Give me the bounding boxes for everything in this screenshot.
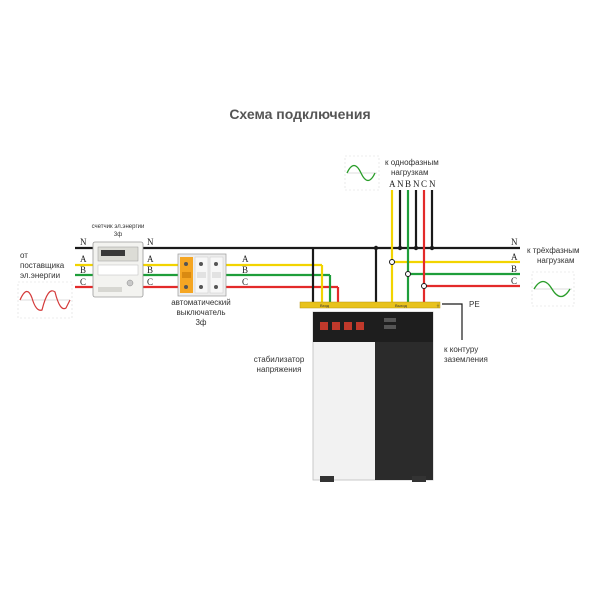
letter-a-post: A <box>242 254 249 264</box>
letter-n-in: N <box>80 237 87 247</box>
three-pole-breaker-icon <box>177 253 227 297</box>
page-title: Схема подключения <box>229 106 370 122</box>
electric-meter-icon <box>92 241 144 298</box>
supplier-line-1: от <box>20 251 28 260</box>
junction-dot <box>389 259 395 265</box>
sp-letter-5: C <box>421 179 427 189</box>
letter-b-in: B <box>80 265 86 275</box>
sp-letter-1: A <box>389 179 396 189</box>
terminal-output-label: Выход <box>395 303 408 308</box>
letter-c-mid: C <box>147 277 153 287</box>
letter-b-post: B <box>242 265 248 275</box>
voltage-stabilizer-icon <box>312 311 434 482</box>
letter-c-post: C <box>242 277 248 287</box>
distorted-wave-icon <box>17 281 73 319</box>
meter-label-2: 3ф <box>114 232 122 238</box>
junction-dot <box>413 245 419 251</box>
breaker-label-1: автоматический <box>171 298 231 307</box>
junction-dot <box>373 245 379 251</box>
sp-letter-2: N <box>397 179 404 189</box>
letter-n-out: N <box>511 237 518 247</box>
three-phase-label-2: нагрузкам <box>537 256 574 265</box>
earth-icon: ⏚ <box>436 302 440 308</box>
junction-dot <box>421 283 427 289</box>
sp-letter-6: N <box>429 179 436 189</box>
ground-label-2: заземления <box>444 355 488 364</box>
meter-label-1: счетчик эл.энергии <box>92 224 145 230</box>
letter-a-mid: A <box>147 254 154 264</box>
breaker-label-2: выключатель <box>176 308 225 317</box>
three-phase-label-1: к трёхфазным <box>527 246 579 255</box>
letter-c-out: C <box>511 276 517 286</box>
supplier-line-3: эл.энергии <box>20 271 60 280</box>
terminal-bar: Вход Выход ⏚ <box>299 301 441 309</box>
letter-b-out: B <box>511 264 517 274</box>
junction-dot <box>405 271 411 277</box>
sine-wave-icon <box>344 155 380 191</box>
stabilizer-label-2: напряжения <box>257 365 302 374</box>
stabilizer-label-1: стабилизатор <box>254 355 305 364</box>
sp-letter-4: N <box>413 179 420 189</box>
junction-dot <box>429 245 435 251</box>
supplier-line-2: поставщика <box>20 261 65 270</box>
junctions <box>373 245 435 289</box>
junction-dot <box>397 245 403 251</box>
breaker-label-3: 3ф <box>195 318 206 327</box>
single-phase-label-2: нагрузкам <box>391 168 428 177</box>
letter-a-in: A <box>80 254 87 264</box>
pe-label: PE <box>469 300 480 309</box>
letter-c-in: C <box>80 277 86 287</box>
terminal-input-label: Вход <box>320 303 330 308</box>
letter-b-mid: B <box>147 265 153 275</box>
sine-wave-icon <box>531 271 575 307</box>
single-phase-label-1: к однофазным <box>385 158 439 167</box>
supplier-label: от поставщика эл.энергии <box>20 251 65 280</box>
letter-a-out: A <box>511 252 518 262</box>
letter-n-mid: N <box>147 237 154 247</box>
sp-letter-3: B <box>405 179 411 189</box>
wire-pe <box>442 303 463 340</box>
ground-label-1: к контуру <box>444 345 478 354</box>
